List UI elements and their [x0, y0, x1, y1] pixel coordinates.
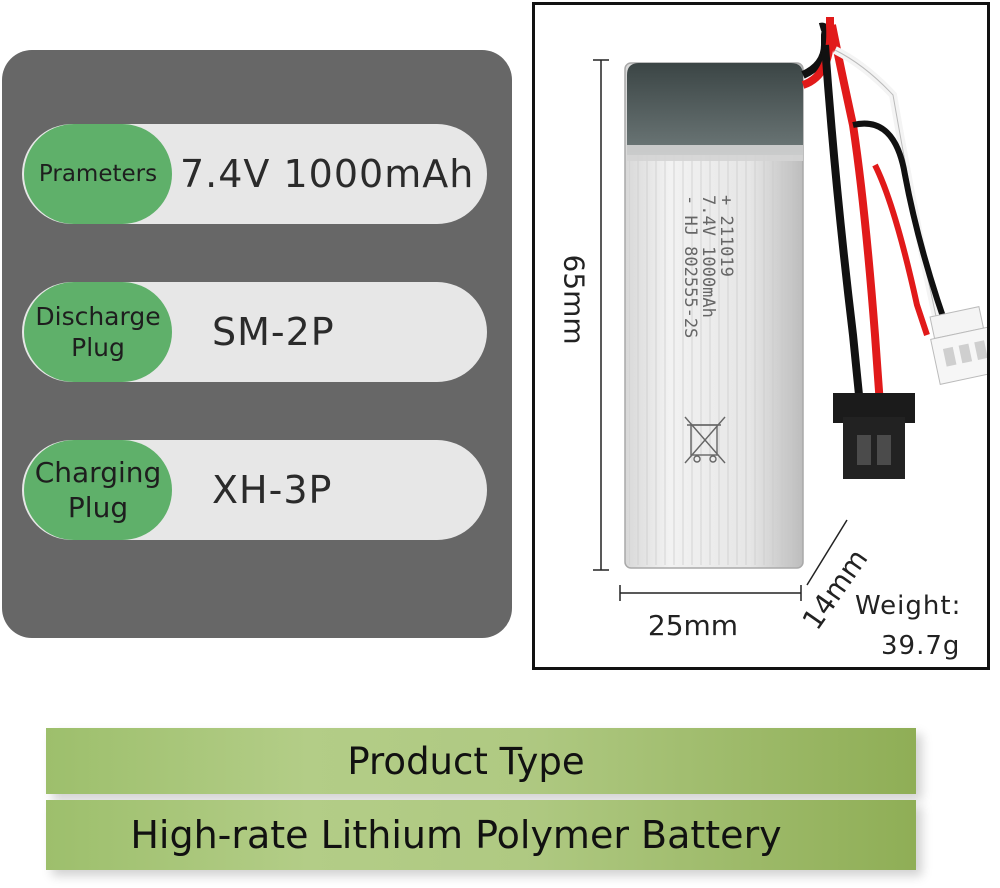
battery-print-line3: + 211019: [716, 195, 736, 277]
spec-panel: Prameters 7.4V 1000mAh Discharge Plug SM…: [2, 50, 512, 638]
red-wire-charge: [872, 163, 930, 336]
battery-print-line2: 7.4V 1000mAh: [698, 195, 718, 318]
banner-subtitle: High-rate Lithium Polymer Battery: [130, 813, 782, 857]
spec-row-charging-plug: Charging Plug XH-3P: [22, 440, 487, 540]
spec-value-charging-plug: XH-3P: [212, 468, 333, 512]
product-image-frame: - HJ 802555-2S 7.4V 1000mAh + 211019: [532, 2, 990, 670]
battery-illustration: - HJ 802555-2S 7.4V 1000mAh + 211019: [593, 17, 987, 601]
spec-row-parameters: Prameters 7.4V 1000mAh: [22, 124, 487, 224]
spec-label-charging-plug: Charging Plug: [24, 440, 172, 540]
weee-bin-icon: [684, 416, 726, 464]
sm-2p-connector: [833, 393, 915, 479]
weight-label: Weight:: [855, 591, 962, 621]
black-wire-top: [801, 22, 830, 79]
product-description-banner: High-rate Lithium Polymer Battery: [46, 800, 916, 870]
xh-3p-connector: [929, 306, 987, 385]
battery-top-edge: [627, 145, 803, 161]
weight-value: 39.7g: [881, 631, 961, 661]
spec-label-discharge-plug: Discharge Plug: [24, 282, 172, 382]
spec-value-parameters: 7.4V 1000mAh: [180, 152, 475, 196]
battery-ridges: [629, 155, 799, 565]
battery-top-wrap: [627, 63, 803, 155]
banner-title: Product Type: [347, 739, 585, 783]
product-type-banner: Product Type: [46, 728, 916, 794]
battery-print: - HJ 802555-2S 7.4V 1000mAh + 211019: [680, 195, 736, 338]
height-dimension-label: 65mm: [557, 254, 591, 345]
battery-print-line1: - HJ 802555-2S: [680, 195, 700, 338]
spec-row-discharge-plug: Discharge Plug SM-2P: [22, 282, 487, 382]
depth-dimension-line: [806, 519, 848, 586]
red-wire-discharge: [828, 24, 884, 406]
width-dimension-label: 25mm: [647, 609, 739, 642]
spec-value-discharge-plug: SM-2P: [212, 310, 335, 354]
black-wire-charge: [852, 120, 956, 347]
black-wire-discharge: [821, 44, 864, 406]
spec-label-parameters: Prameters: [24, 124, 172, 224]
